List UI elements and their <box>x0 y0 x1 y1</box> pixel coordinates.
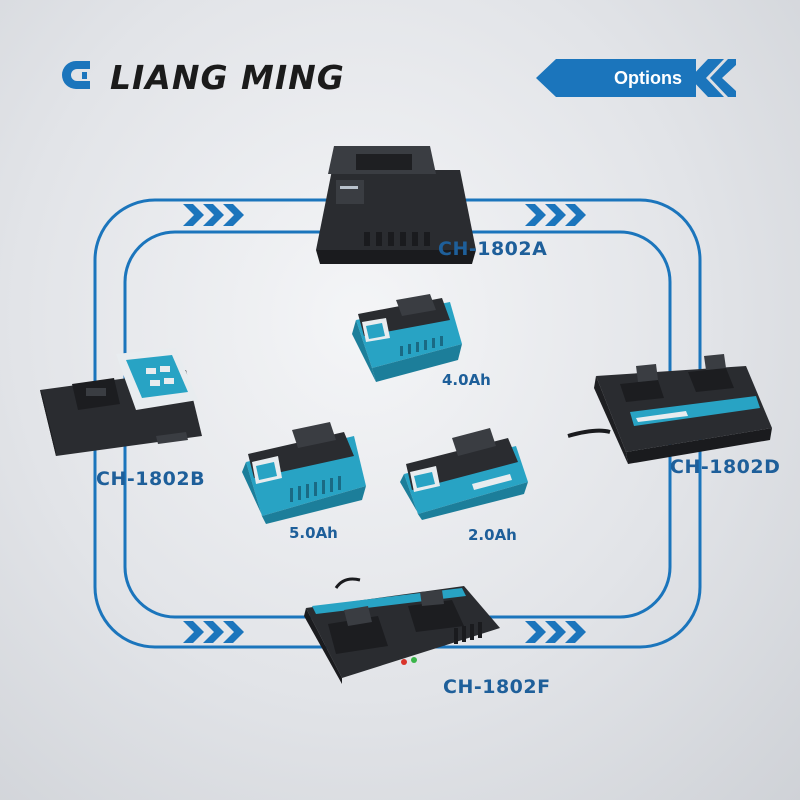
options-arrow-icon <box>536 59 736 97</box>
charger-label-ch-1802f: CH-1802F <box>443 676 551 698</box>
brand-name: LIANG MING <box>110 57 345 97</box>
charger-ch-1802b[interactable] <box>36 340 204 458</box>
brand-logo: LIANG MING <box>60 52 345 102</box>
battery-2ah[interactable] <box>398 424 530 520</box>
charger-label-ch-1802a: CH-1802A <box>438 238 548 260</box>
battery-label-2ah: 2.0Ah <box>468 526 517 544</box>
charger-label-ch-1802b: CH-1802B <box>96 468 206 490</box>
charger-ch-1802a[interactable] <box>312 140 480 266</box>
battery-5ah[interactable] <box>240 416 370 524</box>
options-label[interactable]: Options <box>614 68 682 88</box>
charger-ch-1802f[interactable] <box>304 568 504 684</box>
battery-label-5ah: 5.0Ah <box>289 524 338 542</box>
flow-chevrons-icon <box>183 204 586 643</box>
charger-ch-1802d[interactable] <box>566 336 776 466</box>
battery-label-4ah: 4.0Ah <box>442 371 491 389</box>
brand-logo-icon <box>62 61 90 89</box>
options-button[interactable]: Options <box>536 59 736 97</box>
charger-label-ch-1802d: CH-1802D <box>670 456 781 478</box>
battery-4ah[interactable] <box>346 290 466 384</box>
